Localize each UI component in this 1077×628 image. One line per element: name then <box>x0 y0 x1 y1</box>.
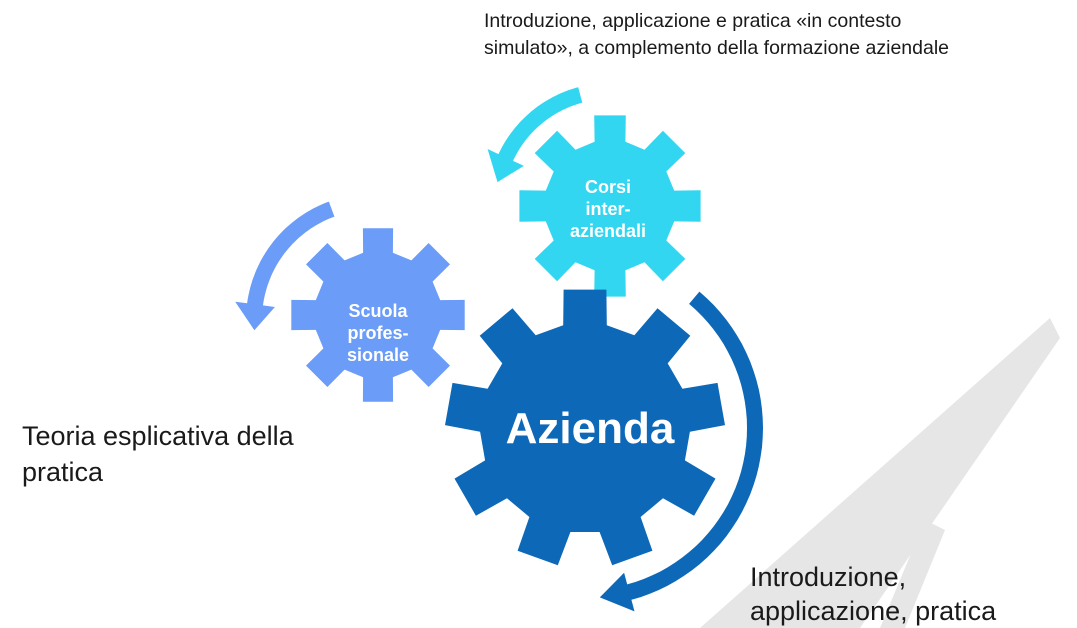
caption-bottom-line-2: applicazione, pratica <box>750 596 997 626</box>
caption-left: Teoria esplicativa della pratica <box>22 418 362 490</box>
arrow-scuola <box>235 201 335 331</box>
caption-bottom-line-1: Introduzione, <box>750 562 907 592</box>
gear-azienda-label: Azienda <box>490 403 690 455</box>
arrow-scuola-body <box>235 201 335 331</box>
caption-top-line-2: simulato», a complemento della formazion… <box>484 37 950 59</box>
gear-scuola <box>291 228 465 402</box>
gear-scuola-label-line-3: sionale <box>346 345 410 365</box>
gear-corsi-label-line-3: aziendali <box>569 221 647 241</box>
gear-corsi-label: Corsi inter- aziendali <box>548 176 668 242</box>
gear-azienda <box>445 289 725 566</box>
caption-top: Introduzione, applicazione e pratica «in… <box>484 8 1074 62</box>
watermark-shape <box>700 318 1060 628</box>
gear-corsi-label-line-2: inter- <box>585 199 631 219</box>
gear-corsi-label-line-1: Corsi <box>584 177 631 197</box>
arrow-corsi-body <box>487 87 583 183</box>
gear-scuola-label-line-1: Scuola <box>348 301 408 321</box>
gear-scuola-label-line-2: profes- <box>347 323 409 343</box>
arrow-azienda-body <box>599 291 763 612</box>
caption-left-line-2: pratica <box>22 457 104 487</box>
caption-left-line-1: Teoria esplicativa della <box>22 421 294 451</box>
watermark-shape-2 <box>880 520 945 628</box>
gear-corsi <box>519 115 701 297</box>
arrow-corsi <box>487 87 583 183</box>
arrow-azienda <box>599 291 763 612</box>
gear-azienda-label-line-1: Azienda <box>505 404 675 453</box>
caption-top-line-1: Introduzione, applicazione e pratica «in… <box>484 10 902 32</box>
caption-bottom: Introduzione, applicazione, pratica <box>750 560 1070 628</box>
gear-scuola-label: Scuola profes- sionale <box>318 300 438 366</box>
